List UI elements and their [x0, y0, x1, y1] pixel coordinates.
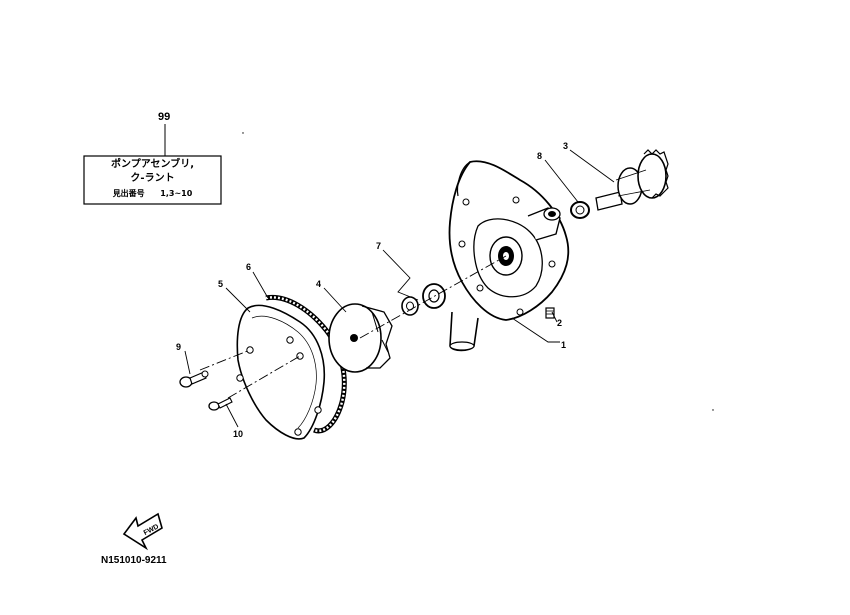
callout-labels: 1 2 3 4 5 6 7 8 9 10 [176, 141, 568, 439]
part-1-pump-housing [448, 160, 570, 352]
assembly-reference: 99 [83, 111, 222, 205]
callout-1: 1 [561, 340, 566, 350]
part-9-bolt [179, 370, 209, 388]
assembly-index: 見出番号 1,3~10 [84, 189, 221, 199]
leader-lines [184, 149, 615, 428]
assembly-name-line1: ポンプアセンブリ, [111, 159, 194, 170]
assembly-name: ポンプアセンブリ, ク-ラント [84, 158, 221, 186]
diagram-code: N151010-9211 [101, 555, 167, 566]
callout-10: 10 [233, 429, 243, 439]
part-7-seal [401, 283, 446, 316]
callout-5: 5 [218, 279, 223, 289]
part-3-shaft-gear [595, 149, 669, 211]
part-10-screw [208, 397, 233, 411]
callout-8: 8 [537, 151, 542, 161]
assembly-name-line2: ク-ラント [130, 173, 175, 184]
part-8-oil-seal [570, 201, 590, 219]
assembly-ref-number: 99 [158, 111, 170, 123]
callout-3: 3 [563, 141, 568, 151]
callout-2: 2 [557, 318, 562, 328]
callout-4: 4 [316, 279, 321, 289]
part-5-pump-cover [236, 304, 326, 440]
forward-direction-arrow: FWD [122, 512, 163, 551]
assembly-index-label: 見出番号 [112, 189, 145, 198]
alignment-lines [199, 255, 507, 399]
assembly-box [83, 155, 222, 205]
callout-9: 9 [176, 342, 181, 352]
callout-6: 6 [246, 262, 251, 272]
assembly-index-range: 1,3~10 [160, 189, 193, 198]
callout-7: 7 [376, 241, 381, 251]
